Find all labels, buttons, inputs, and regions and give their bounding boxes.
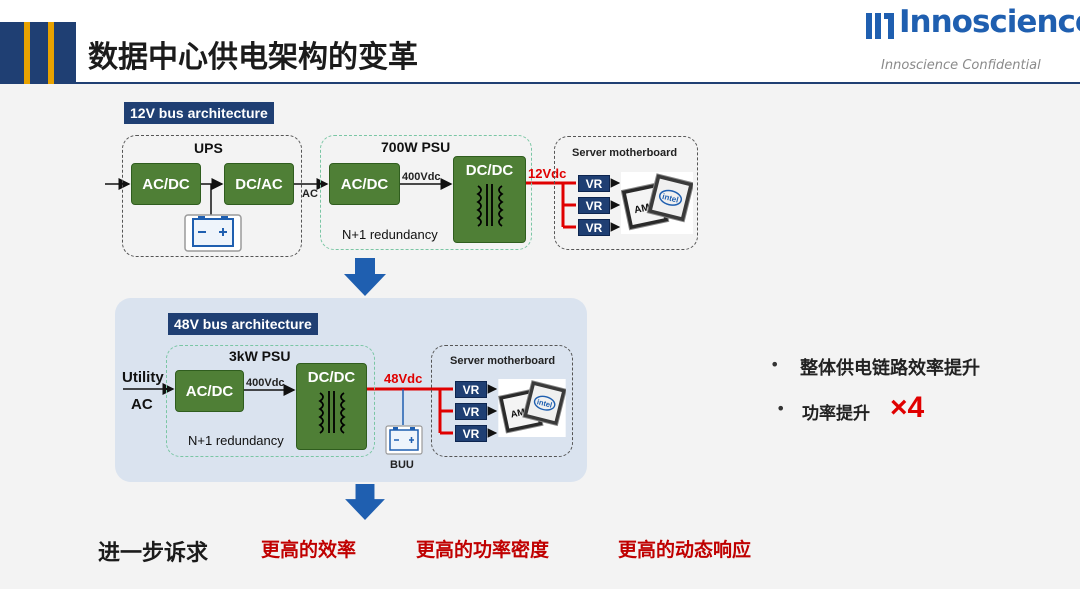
- 3kw-psu-label: 3kW PSU: [229, 348, 291, 364]
- ups-acdc-block: AC/DC: [131, 163, 201, 205]
- demand-power-density: 更高的功率密度: [416, 539, 550, 561]
- header-underline: [76, 82, 1080, 84]
- psu-dcdc-block: DC/DC: [453, 156, 526, 243]
- server-motherboard-label-top: Server motherboard: [572, 147, 678, 159]
- header-accent-block: [0, 22, 76, 84]
- ups-label: UPS: [194, 140, 223, 156]
- vr-top-1: VR: [578, 175, 610, 192]
- 3kw-dcdc-block: DC/DC: [296, 363, 367, 450]
- 12vdc-bus-label: 12Vdc: [528, 166, 567, 181]
- vr-bottom-2: VR: [455, 403, 487, 420]
- ups-group: [122, 135, 302, 257]
- ac-label-bottom: AC: [131, 396, 153, 413]
- demand-efficiency: 更高的效率: [261, 539, 357, 561]
- dcdc-label-bottom: DC/DC: [307, 369, 356, 386]
- psu-acdc-block: AC/DC: [329, 163, 400, 205]
- battery-icon: [184, 214, 242, 252]
- 700w-psu-group: [320, 135, 532, 250]
- n1-redundancy-label-top: N+1 redundancy: [342, 227, 438, 242]
- 400vdc-label-top: 400Vdc: [402, 171, 441, 183]
- 12v-architecture-tag: 12V bus architecture: [124, 102, 274, 124]
- vr-top-3: VR: [578, 219, 610, 236]
- bullet-dot-2: •: [776, 399, 786, 418]
- dcdc-label-top: DC/DC: [465, 162, 514, 179]
- 48vdc-bus-label: 48Vdc: [384, 371, 423, 386]
- page-title: 数据中心供电架构的变革: [88, 40, 418, 75]
- cpu-chips-icon: AMD intel: [621, 172, 693, 234]
- header-stripe-2: [48, 22, 54, 84]
- transformer-icon: [475, 184, 504, 227]
- cpu-chips-icon: AMD intel: [498, 379, 566, 437]
- 3kw-acdc-block: AC/DC: [175, 370, 244, 412]
- bullet-dot-1: •: [770, 355, 780, 374]
- header-stripe-1: [24, 22, 30, 84]
- intel-chip-label: intel: [536, 397, 553, 409]
- 700w-psu-label: 700W PSU: [381, 139, 451, 155]
- 48v-architecture-tag: 48V bus architecture: [168, 313, 318, 335]
- transformer-icon: [317, 391, 346, 434]
- server-motherboard-group-bottom: [431, 345, 573, 457]
- down-arrow-icon: [345, 484, 385, 520]
- bullet-efficiency: 整体供电链路效率提升: [800, 358, 980, 379]
- innoscience-logo-icon: [866, 13, 894, 39]
- buu-battery-icon: [385, 425, 423, 455]
- 3kw-psu-group: [166, 345, 375, 457]
- ac-label-top: AC: [302, 188, 318, 200]
- server-motherboard-label-bottom: Server motherboard: [450, 355, 556, 367]
- header-bar: [0, 0, 1080, 84]
- n1-redundancy-label-bottom: N+1 redundancy: [188, 433, 284, 448]
- vr-top-2: VR: [578, 197, 610, 214]
- further-demands-title: 进一步诉求: [98, 541, 209, 566]
- vr-bottom-1: VR: [455, 381, 487, 398]
- vr-bottom-3: VR: [455, 425, 487, 442]
- 400vdc-label-bottom: 400Vdc: [246, 377, 285, 389]
- server-motherboard-group-top: [554, 136, 698, 250]
- brand-name: Innoscience: [899, 4, 1080, 40]
- buu-label: BUU: [390, 459, 414, 471]
- power-multiplier: ×4: [890, 391, 925, 424]
- utility-label: Utility: [122, 369, 164, 386]
- down-arrow-icon: [344, 258, 386, 296]
- ups-dcac-block: DC/AC: [224, 163, 294, 205]
- bullet-power: 功率提升: [802, 404, 870, 424]
- intel-chip-label: intel: [661, 192, 679, 205]
- demand-dynamic-response: 更高的动态响应: [618, 539, 752, 561]
- confidential-label: Innoscience Confidential: [881, 58, 1041, 73]
